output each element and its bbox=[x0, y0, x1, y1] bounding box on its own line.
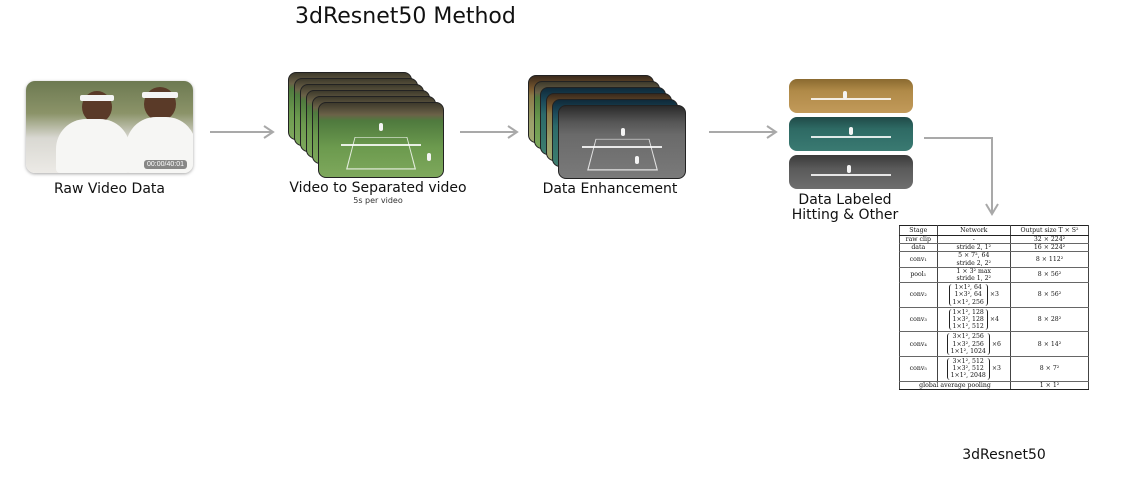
table-cell-stage: raw clip bbox=[899, 235, 938, 245]
block-multiplier: ×3 bbox=[989, 291, 999, 299]
labeled-data-caption-line2: Hitting & Other bbox=[791, 207, 899, 223]
video-timestamp: 00:00/40:01 bbox=[144, 160, 187, 169]
separated-video-caption: Video to Separated video bbox=[289, 180, 467, 196]
block-layer: 1×1², 64 bbox=[954, 284, 982, 292]
table-cell-output: 8 × 112² bbox=[1010, 251, 1089, 268]
labeled-data-group bbox=[789, 79, 915, 191]
block-layer: 1×1², 512 bbox=[952, 323, 984, 331]
table-cell-output: 16 × 224² bbox=[1010, 243, 1089, 253]
table-cell-stage: conv₁ bbox=[899, 251, 938, 268]
table-cell-output: 8 × 56² bbox=[1010, 267, 1089, 284]
block-multiplier: ×4 bbox=[989, 316, 999, 324]
network-line: - bbox=[972, 236, 975, 243]
enhancement-caption: Data Enhancement bbox=[542, 181, 678, 197]
table-cell-output: 8 × 28² bbox=[1010, 307, 1089, 333]
separated-video-subcaption: 5s per video bbox=[353, 196, 403, 205]
table-header-network: Network bbox=[936, 225, 1012, 236]
network-line: 1 × 3² max bbox=[956, 267, 992, 275]
table-cell-output: 32 × 224² bbox=[1010, 235, 1089, 245]
table-caption: 3dResnet50 bbox=[962, 447, 1046, 463]
block-layer: 1×3², 64 bbox=[954, 291, 982, 299]
table-cell-stage: conv₂ bbox=[899, 282, 938, 308]
table-cell-output: 8 × 56² bbox=[1010, 282, 1089, 308]
block-layer: 1×1², 2048 bbox=[950, 372, 986, 380]
table-cell-output: 8 × 7² bbox=[1010, 356, 1089, 382]
raw-video-caption: Raw Video Data bbox=[53, 181, 165, 197]
table-header-stage: Stage bbox=[899, 225, 938, 236]
network-line: stride 2, 2² bbox=[956, 259, 991, 267]
block-layer: 3×1², 512 bbox=[952, 358, 984, 366]
table-header-output: Output size T × S² bbox=[1010, 225, 1089, 236]
block-layer: 3×1², 256 bbox=[952, 333, 984, 341]
arrow-right-icon bbox=[210, 125, 275, 139]
raw-video-thumbnail: 00:00/40:01 bbox=[26, 81, 193, 173]
labeled-data-caption-line1: Data Labeled bbox=[798, 192, 892, 208]
table-footer-label: global average pooling bbox=[898, 381, 1012, 390]
table-row: data stride 2, 1² 16 × 224² bbox=[899, 243, 1089, 253]
table-cell-network: stride 2, 1² bbox=[936, 243, 1012, 253]
table-cell-network: - bbox=[936, 235, 1012, 245]
separated-video-stack bbox=[288, 72, 448, 180]
table-cell-output: 8 × 14² bbox=[1010, 331, 1089, 358]
network-line: 5 × 7², 64 bbox=[958, 252, 990, 260]
table-cell-stage: conv₅ bbox=[899, 356, 938, 382]
block-layer: 1×1², 256 bbox=[952, 298, 984, 306]
table-cell-stage: conv₄ bbox=[899, 331, 938, 358]
table-row: raw clip - 32 × 224² bbox=[899, 235, 1089, 245]
arrow-right-icon bbox=[460, 125, 519, 139]
block-layer: 1×1², 128 bbox=[952, 308, 984, 316]
diagram-title: 3dResnet50 Method bbox=[295, 4, 516, 29]
block-multiplier: ×6 bbox=[991, 340, 1001, 348]
labeled-data-caption: Data Labeled Hitting & Other bbox=[770, 193, 920, 223]
block-layer: 1×1², 1024 bbox=[950, 347, 986, 355]
arrow-down-icon bbox=[924, 137, 999, 216]
block-layer: 1×3², 512 bbox=[952, 365, 984, 373]
table-cell-stage: conv₃ bbox=[899, 307, 938, 333]
block-layer: 1×3², 128 bbox=[952, 316, 984, 324]
network-line: stride 2, 1² bbox=[956, 244, 991, 252]
table-cell-stage: pool₁ bbox=[899, 267, 938, 284]
arrow-right-icon bbox=[709, 125, 778, 139]
block-multiplier: ×3 bbox=[991, 365, 1001, 373]
block-layer: 1×3², 256 bbox=[952, 340, 984, 348]
table-cell-stage: data bbox=[899, 243, 938, 253]
architecture-table: Stage Network Output size T × S² raw cli… bbox=[898, 225, 1089, 390]
table-footer-output: 1 × 1² bbox=[1010, 381, 1089, 390]
network-line: stride 1, 2² bbox=[956, 275, 991, 283]
enhanced-video-stack bbox=[528, 75, 688, 179]
